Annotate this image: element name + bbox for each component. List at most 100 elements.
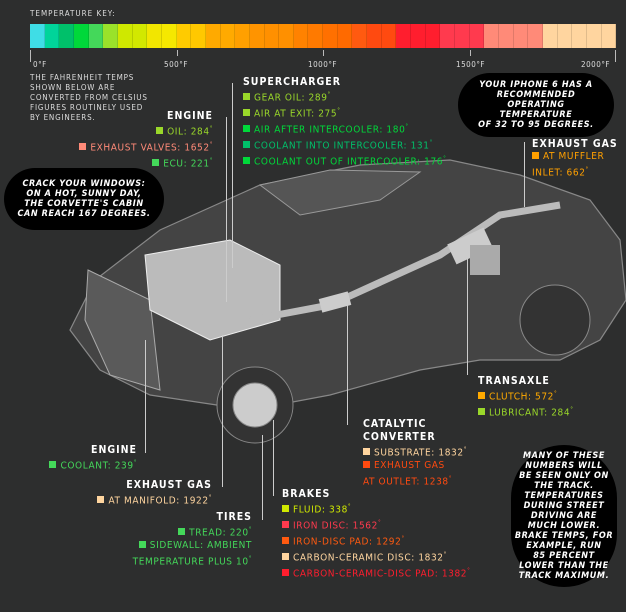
temperature-item: AT MUFFLER [532,151,618,164]
color-swatch [79,143,87,151]
temperature-item: IRON DISC: 1562° [282,517,470,533]
exhaust-pipe [249,201,561,324]
degree-symbol: ° [554,390,558,397]
group-heading: ENGINE [91,444,137,456]
temperature-item: AT MANIFOLD: 1922° [97,492,212,508]
cabin-bubble: CRACK YOUR WINDOWS:ON A HOT, SUNNY DAY,T… [4,168,164,230]
temperature-item: EXHAUST VALVES: 1652° [79,139,213,155]
key-swatch [367,24,382,48]
temperature-item: SUBSTRATE: 1832° [363,444,467,460]
bubble-line: CAN REACH 167 DEGREES. [17,209,151,219]
tick [615,50,616,62]
key-swatch [308,24,324,48]
group-heading: CONVERTER [363,431,436,443]
bubble-line: OF 32 TO 95 DEGREES. [478,120,594,130]
bubble-line: CRACK YOUR WINDOWS: [22,179,146,189]
degree-symbol: ° [208,494,212,501]
bubble-line: BE SEEN ONLY ON [519,471,609,481]
leader-line [347,305,348,425]
item-label: IRON-DISC PAD: 1292 [293,536,402,548]
leader-line [273,420,274,496]
bubble-line: RECOMMENDED [496,90,576,100]
temperature-key-title: TEMPERATURE KEY: [30,9,116,18]
item-label: GEAR OIL: 289 [254,92,328,104]
degree-symbol: ° [405,122,409,130]
item-label: SIDEWALL: AMBIENT [149,539,252,551]
item-label: COOLANT: 239 [60,460,134,472]
temperature-item: GEAR OIL: 289° [243,89,446,105]
key-swatch [161,24,177,48]
item-label: ECU: 221 [163,158,210,170]
front-bumper [84,269,161,391]
key-swatch [73,24,89,48]
note-line: SHOWN BELOW ARE [30,83,116,92]
key-swatch [528,24,543,48]
bubble-line: EXAMPLE, RUN [526,541,602,551]
key-swatch [469,24,485,48]
temperature-item: COOLANT OUT OF INTERCOOLER: 176° [243,153,446,169]
key-swatch [176,24,192,48]
key-swatch [542,24,558,48]
key-swatch [30,24,45,48]
degree-symbol: ° [209,140,213,148]
key-swatch [249,24,265,48]
note-line: FIGURES ROUTINELY USED [30,103,144,112]
leader-line [145,340,146,453]
degree-symbol: ° [337,106,341,114]
color-swatch [243,125,250,133]
color-swatch [363,460,370,468]
item-label: COOLANT INTO INTERCOOLER: 131 [254,140,430,152]
temperature-item: TREAD: 220° [133,524,252,540]
temperature-item: COOLANT INTO INTERCOOLER: 131° [243,137,446,153]
degree-symbol: ° [133,459,137,466]
color-swatch [282,537,289,545]
temperature-item: INLET: 662° [532,164,618,180]
temperature-key-bar [30,24,617,48]
color-swatch [243,109,250,117]
key-swatch [88,24,104,48]
color-swatch [49,461,57,469]
bubble-line: ON A HOT, SUNNY DAY, [26,189,142,199]
color-swatch [282,553,289,561]
temperature-item: ECU: 221° [79,155,213,171]
temperature-item: AIR AFTER INTERCOOLER: 180° [243,121,446,137]
item-label: TEMPERATURE PLUS 10 [132,555,249,567]
tick-label: 1000°F [308,60,338,69]
tick-label: 0°F [33,60,47,69]
degree-symbol: ° [377,518,382,526]
color-swatch [282,505,289,513]
item-label: AT MANIFOLD: 1922 [108,495,209,507]
item-label: COOLANT OUT OF INTERCOOLER: 176 [254,156,444,168]
temperature-item: EXHAUST GAS [363,460,467,473]
degree-symbol: ° [570,405,574,413]
leader-line [524,142,525,207]
bubble-line: 85 PERCENT [533,551,595,561]
degree-symbol: ° [248,554,252,562]
color-swatch [97,496,105,504]
tick [470,50,471,56]
color-swatch [243,93,250,101]
key-swatch [352,24,368,48]
degree-symbol: ° [448,474,453,482]
temperature-item: AIR AT EXIT: 275° [243,105,446,121]
temperature-item: AT OUTLET: 1238° [363,473,467,489]
bubble-line: LOWER THAN THE [519,561,609,571]
leader-line [226,117,227,302]
item-label: AIR AT EXIT: 275 [254,108,338,120]
degree-symbol: ° [585,165,589,173]
degree-symbol: ° [443,550,447,558]
temperature-item: LUBRICANT: 284° [478,404,574,420]
transaxle [470,245,500,275]
key-swatch [557,24,573,48]
key-swatch [440,24,456,48]
degree-symbol: ° [209,156,213,164]
item-label: INLET: 662 [532,166,586,178]
note-line: BY ENGINEERS. [30,113,96,122]
engine-coolant-group: ENGINE COOLANT: 239° [49,444,137,473]
bubble-line: DRIVING ARE [530,511,598,521]
key-swatch [513,24,529,48]
